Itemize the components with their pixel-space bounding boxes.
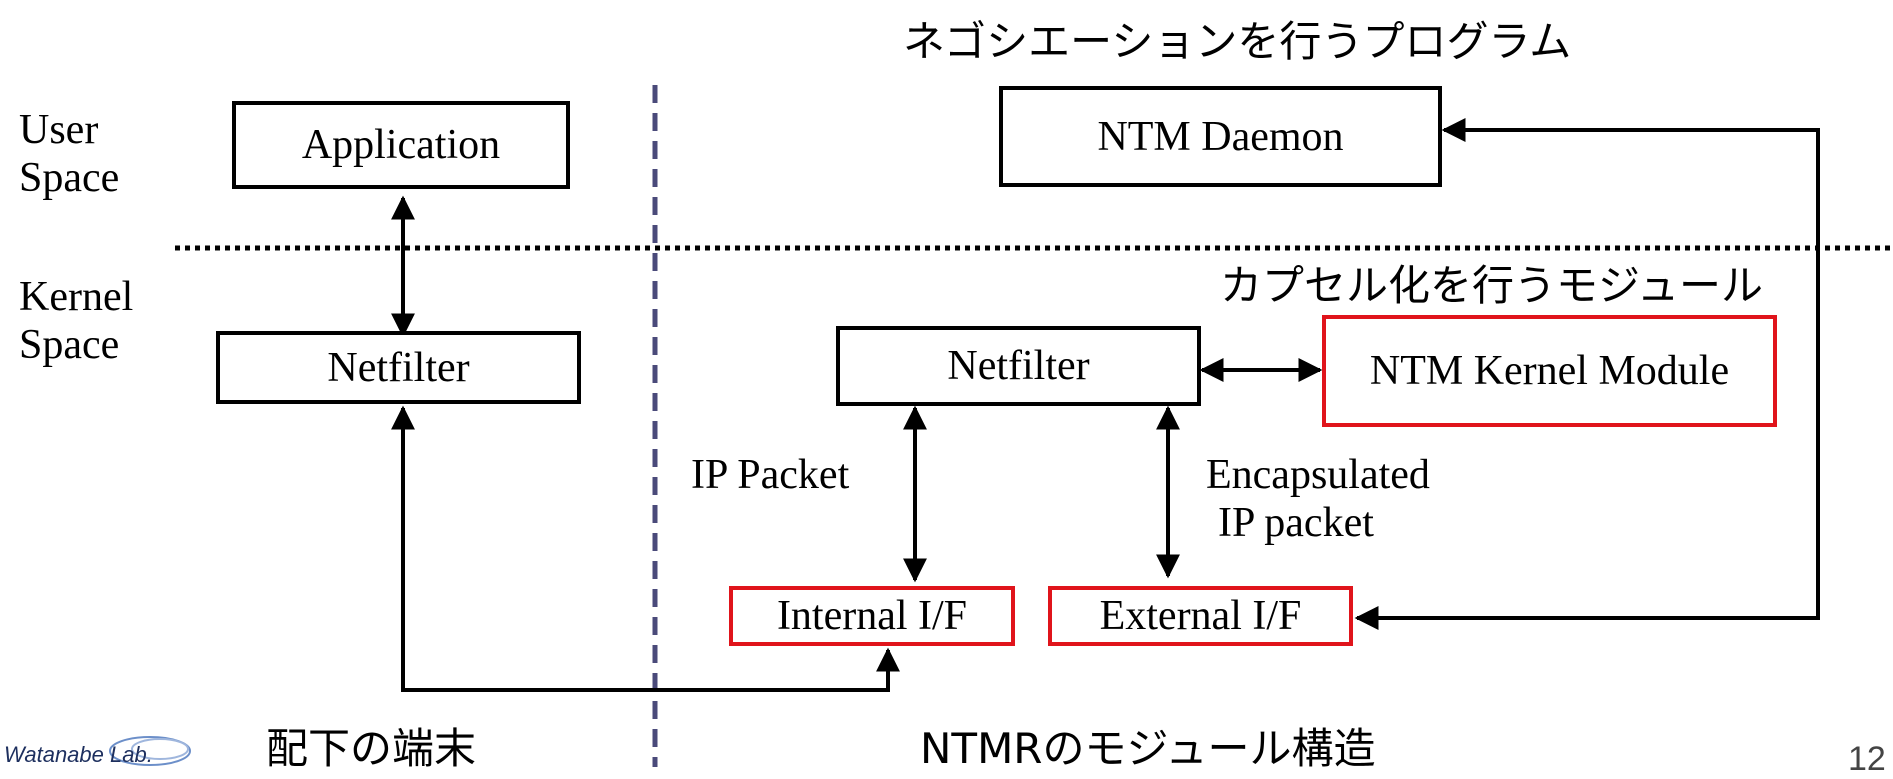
encapsulated-label: Encapsulated IP packet [1206, 451, 1430, 548]
external-daemon-path [1354, 118, 1820, 630]
ip-packet-label: IP Packet [691, 452, 850, 498]
watanabe-lab-logo [109, 736, 191, 766]
netfilter-right-box: Netfilter [836, 326, 1201, 406]
user-space-label-line1: User [19, 107, 99, 153]
encapsulation-title: カプセル化を行うモジュール [1220, 261, 1764, 310]
internal-if-box: Internal I/F [729, 586, 1015, 646]
kernel-space-label: Kernel Space [19, 273, 133, 370]
netfilter-left-box: Netfilter [216, 331, 581, 404]
negotiation-title: ネゴシエーションを行うプログラム [903, 17, 1572, 66]
page-number: 12 [1848, 740, 1886, 778]
ntm-daemon-box: NTM Daemon [999, 86, 1442, 187]
kernel-space-label-line1: Kernel [19, 274, 134, 320]
ntm-kernel-module-box: NTM Kernel Module [1322, 315, 1777, 427]
external-if-box: External I/F [1048, 586, 1353, 646]
terminal-path [391, 405, 900, 692]
terminal-caption: 配下の端末 [266, 724, 477, 773]
encapsulated-label-line1: Encapsulated [1206, 452, 1430, 498]
user-space-label-line2: Space [19, 155, 120, 202]
logo-text: Watanabe Lab. [4, 742, 153, 767]
encapsulated-label-line2: IP packet [1218, 500, 1374, 547]
kernel-space-label-line2: Space [19, 322, 120, 369]
router-caption: NTMRのモジュール構造 [920, 724, 1376, 773]
user-space-label: User Space [19, 106, 119, 203]
application-box: Application [232, 101, 570, 189]
